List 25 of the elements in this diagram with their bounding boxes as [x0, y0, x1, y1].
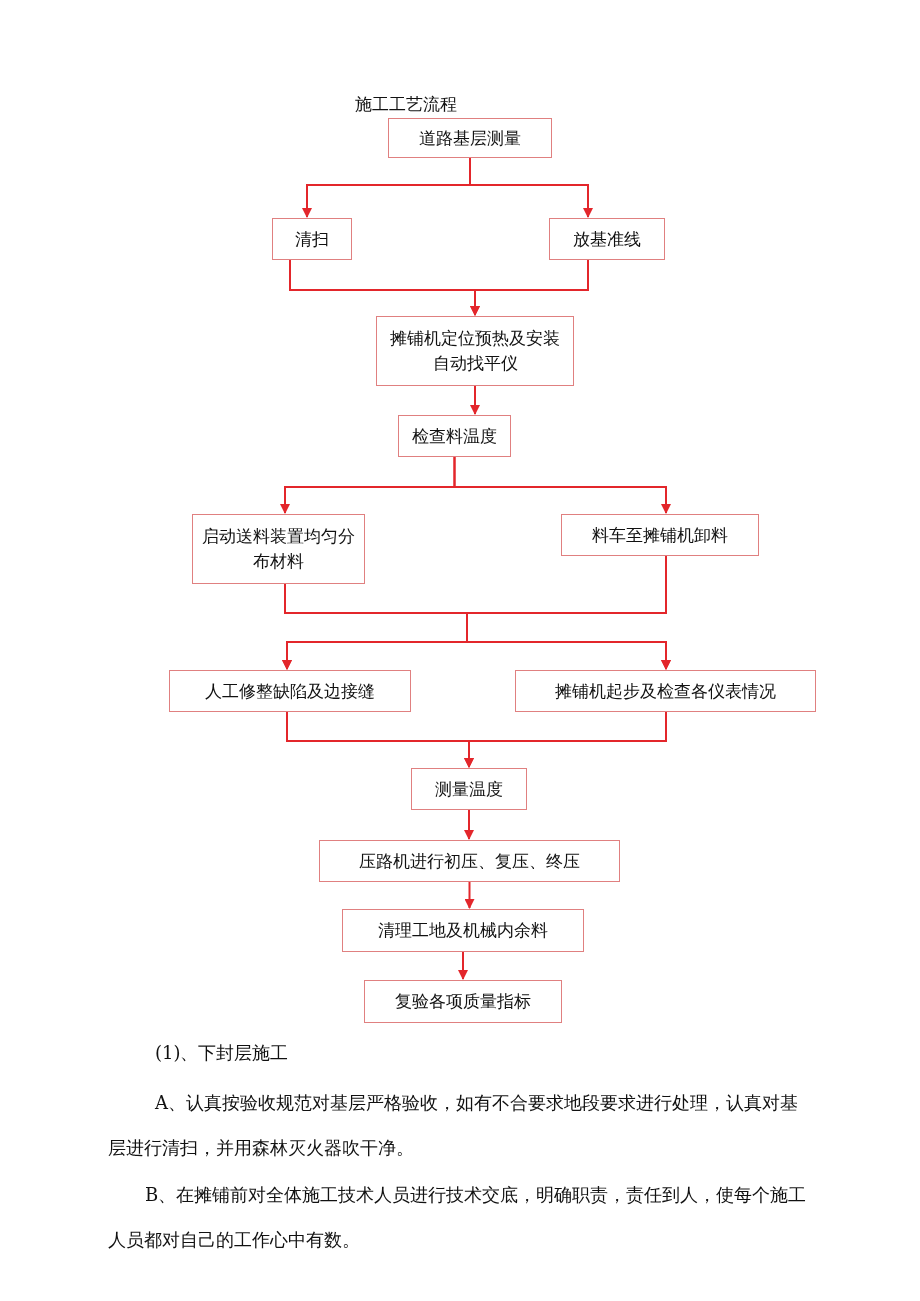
process-box: 复验各项质量指标	[364, 980, 562, 1023]
process-box: 人工修整缺陷及边接缝	[169, 670, 411, 712]
process-box: 道路基层测量	[388, 118, 552, 158]
process-box: 启动送料装置均匀分布材料	[192, 514, 365, 584]
arrow	[458, 951, 468, 980]
arrow	[464, 809, 474, 840]
arrow	[453, 456, 671, 514]
process-box: 料车至摊铺机卸料	[561, 514, 759, 556]
arrow	[464, 711, 667, 768]
process-box: 清扫	[272, 218, 352, 260]
section-heading: (1)、下封层施工	[155, 1041, 290, 1065]
paragraph: A、认真按验收规范对基层严格验收，如有不合要求地段要求进行处理，认真对基层进行清扫，并用森林灭火器吹干净。	[108, 1091, 799, 1160]
process-box: 摊铺机起步及检查各仪表情况	[515, 670, 816, 712]
process-box: 清理工地及机械内余料	[342, 909, 584, 952]
arrow	[470, 385, 480, 415]
process-box: 压路机进行初压、复压、终压	[319, 840, 620, 882]
arrow	[469, 157, 593, 218]
arrow	[470, 259, 589, 316]
process-box: 放基准线	[549, 218, 665, 260]
diagram-title: 施工工艺流程	[355, 93, 457, 116]
process-box: 检查料温度	[398, 415, 511, 457]
process-box: 摊铺机定位预热及安装自动找平仪	[376, 316, 574, 386]
arrow	[464, 881, 475, 909]
paragraph: B、在摊铺前对全体施工技术人员进行技术交底，明确职责，责任到人，使每个施工人员都对自己的工作心中有数。	[108, 1183, 808, 1252]
process-box: 测量温度	[411, 768, 527, 810]
